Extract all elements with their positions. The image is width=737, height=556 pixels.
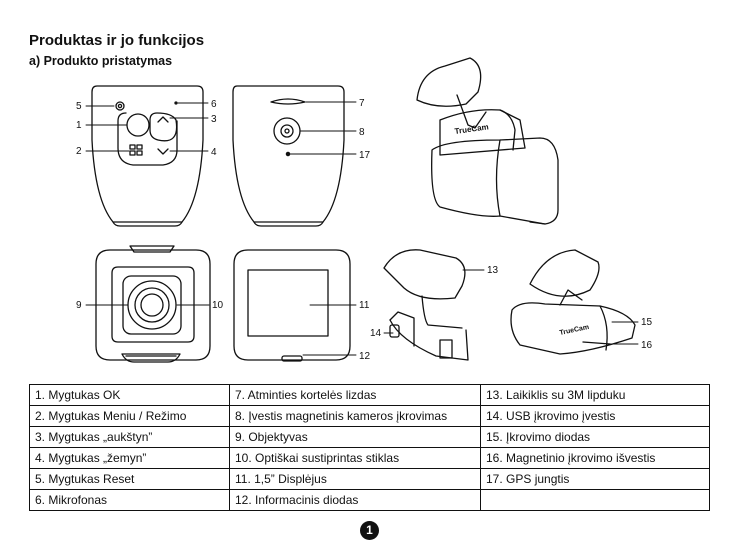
- callout-11: 11: [359, 300, 370, 311]
- down-arrow-icon: [157, 148, 169, 155]
- legend-cell: 14. USB įkrovimo įvestis: [480, 405, 710, 427]
- gps-connector-icon: [285, 151, 291, 157]
- mount-view-led: [510, 249, 636, 355]
- button-pad-outline: [149, 112, 178, 142]
- camera-side-buttons-view: [91, 85, 204, 227]
- callout-14: 14: [370, 328, 382, 339]
- mount-view-usb: [383, 249, 469, 361]
- legend-cell: 1. Mygtukas OK: [29, 384, 230, 406]
- legend-cell: 16. Magnetinio įkrovimo išvestis: [480, 447, 710, 469]
- camera-perspective-view: [416, 57, 559, 225]
- magnetic-charging-input-icon: [273, 117, 301, 145]
- menu-mode-icon: [129, 144, 143, 156]
- legend-row: 4. Mygtukas „žemyn”10. Optiškai sustipri…: [29, 447, 710, 469]
- legend-cell: 15. Įkrovimo diodas: [480, 426, 710, 448]
- callout-16: 16: [641, 340, 653, 351]
- legend-cell: 11. 1,5” Displėjus: [229, 468, 481, 490]
- callout-8: 8: [359, 127, 365, 138]
- legend-cell: 5. Mygtukas Reset: [29, 468, 230, 490]
- usb-input-icon: [389, 324, 400, 338]
- product-diagram: TrueCam TrueCam 5 1 2 6 3 4 7 8 17 9 10 …: [76, 57, 653, 363]
- up-arrow-icon: [157, 116, 169, 123]
- camera-back-view: [95, 245, 211, 363]
- ok-button-icon: [126, 113, 150, 137]
- callout-13: 13: [487, 265, 499, 276]
- display-screen: [247, 269, 329, 337]
- microphone-icon: [174, 101, 178, 105]
- legend-cell: 8. Įvestis magnetinis kameros įkrovimas: [229, 405, 481, 427]
- reset-button-icon: [115, 101, 125, 111]
- callout-2: 2: [76, 146, 82, 157]
- legend-cell: 12. Informacinis diodas: [229, 489, 481, 511]
- legend-cell: 17. GPS jungtis: [480, 468, 710, 490]
- callout-12: 12: [359, 351, 371, 362]
- legend-cell: 7. Atminties kortelės lizdas: [229, 384, 481, 406]
- callout-4: 4: [211, 147, 217, 158]
- callout-1: 1: [76, 120, 82, 131]
- leader-lines: [85, 101, 639, 356]
- legend-cell: 4. Mygtukas „žemyn”: [29, 447, 230, 469]
- brand-mark-text: TrueCam: [454, 122, 489, 136]
- callout-6: 6: [211, 99, 217, 110]
- callout-5: 5: [76, 101, 82, 112]
- legend-cell: [480, 489, 710, 511]
- legend-cell: 3. Mygtukas „aukštyn”: [29, 426, 230, 448]
- info-diode-icon: [281, 355, 303, 362]
- legend-cell: 6. Mikrofonas: [29, 489, 230, 511]
- callout-10: 10: [212, 300, 224, 311]
- callout-17: 17: [359, 150, 371, 161]
- page-title: Produktas ir jo funkcijos: [29, 32, 205, 49]
- legend-cell: 10. Optiškai sustiprintas stiklas: [229, 447, 481, 469]
- memory-card-slot-icon: [270, 98, 306, 105]
- magnetic-output-icon: [582, 341, 611, 345]
- legend-cell: 2. Mygtukas Meniu / Režimo: [29, 405, 230, 427]
- callout-9: 9: [76, 300, 82, 311]
- camera-display-view: [233, 249, 351, 362]
- page-number-badge: 1: [360, 521, 379, 540]
- callout-7: 7: [359, 98, 365, 109]
- lens-icon: [140, 293, 164, 317]
- legend-cell: 13. Laikiklis su 3M lipduku: [480, 384, 710, 406]
- callout-3: 3: [211, 114, 217, 125]
- section-subtitle: a) Produkto pristatymas: [29, 54, 173, 68]
- callout-15: 15: [641, 317, 653, 328]
- brand-mark-text-2: TrueCam: [559, 324, 590, 337]
- mount-pad: [416, 57, 482, 107]
- camera-side-slot-view: [232, 85, 345, 227]
- legend-cell: 9. Objektyvas: [229, 426, 481, 448]
